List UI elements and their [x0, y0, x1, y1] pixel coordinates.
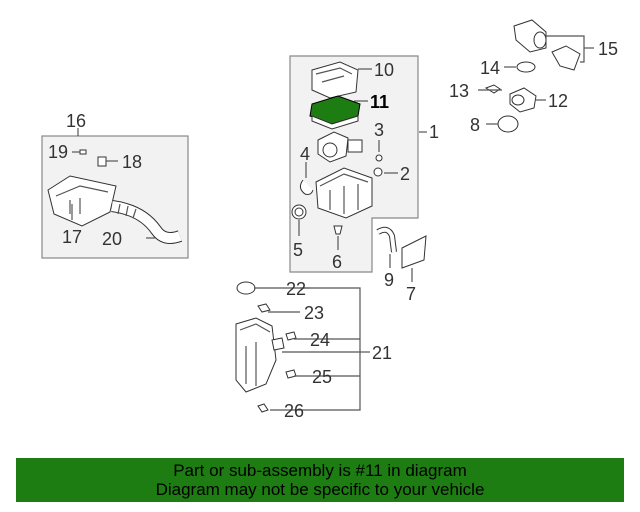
intake-hose-20[interactable] [111, 200, 183, 244]
bracket-15[interactable] [551, 45, 581, 71]
sensor-13[interactable] [484, 84, 501, 94]
callout-9[interactable]: 9 [384, 270, 394, 290]
callout-21[interactable]: 21 [372, 343, 392, 363]
fastener-18[interactable] [97, 156, 107, 167]
callout-1[interactable]: 1 [429, 122, 439, 142]
callout-20[interactable]: 20 [102, 229, 122, 249]
callout-25[interactable]: 25 [312, 367, 332, 387]
callout-2[interactable]: 2 [400, 164, 410, 184]
ring-22[interactable] [236, 281, 256, 295]
callout-3[interactable]: 3 [374, 120, 384, 140]
grommet-2[interactable] [373, 167, 383, 177]
callout-7[interactable]: 7 [406, 284, 416, 304]
callout-18[interactable]: 18 [122, 152, 142, 172]
callout-17[interactable]: 17 [62, 227, 82, 247]
bolt-26[interactable] [257, 403, 269, 413]
ring-14[interactable] [516, 61, 536, 73]
resonator-21[interactable] [235, 317, 285, 393]
callout-8[interactable]: 8 [470, 115, 480, 135]
banner-line-2: Diagram may not be specific to your vehi… [155, 480, 485, 499]
air-filter-element[interactable] [309, 95, 361, 130]
bolt-6[interactable] [333, 225, 343, 235]
air-cleaner-lower-housing[interactable] [315, 167, 373, 219]
grommet-25[interactable] [285, 369, 297, 379]
throttle-body[interactable] [513, 19, 547, 53]
callout-5[interactable]: 5 [293, 240, 303, 260]
o-ring-8[interactable] [497, 115, 519, 133]
callout-10[interactable]: 10 [374, 60, 394, 80]
clip-23[interactable] [257, 303, 271, 313]
callout-22[interactable]: 22 [286, 279, 306, 299]
grommet-3[interactable] [375, 154, 383, 162]
hose-9-inner [376, 227, 396, 253]
callout-23[interactable]: 23 [304, 303, 324, 323]
air-intake-duct[interactable] [47, 175, 117, 227]
leader-lines [71, 35, 594, 411]
pad-7[interactable] [401, 235, 427, 269]
seal-5-inner [294, 207, 304, 217]
callout-19[interactable]: 19 [48, 142, 68, 162]
callout-26[interactable]: 26 [284, 401, 304, 421]
banner-line-1: Part or sub-assembly is #11 in diagram [173, 461, 467, 480]
idle-control-valve[interactable] [509, 87, 537, 113]
clip-19[interactable] [79, 149, 87, 155]
grommet-24[interactable] [285, 331, 297, 341]
resonator-block[interactable] [347, 139, 363, 153]
callout-11[interactable]: 11 [370, 92, 389, 112]
callout-16[interactable]: 16 [66, 111, 86, 131]
callout-12[interactable]: 12 [548, 91, 568, 111]
parts-diagram: 10 11 1 3 2 4 5 6 9 7 8 13 12 14 15 16 1… [41, 19, 618, 421]
callout-14[interactable]: 14 [480, 58, 500, 78]
callout-15[interactable]: 15 [598, 39, 618, 59]
mass-airflow-housing[interactable] [317, 131, 349, 163]
clamp-4[interactable] [299, 179, 314, 195]
air-cleaner-cover[interactable] [311, 61, 359, 99]
callout-6[interactable]: 6 [332, 252, 342, 272]
notice-banner: Part or sub-assembly is #11 in diagram D… [16, 458, 624, 502]
callout-4[interactable]: 4 [300, 144, 310, 164]
callout-13[interactable]: 13 [449, 81, 469, 101]
callout-24[interactable]: 24 [310, 330, 330, 350]
